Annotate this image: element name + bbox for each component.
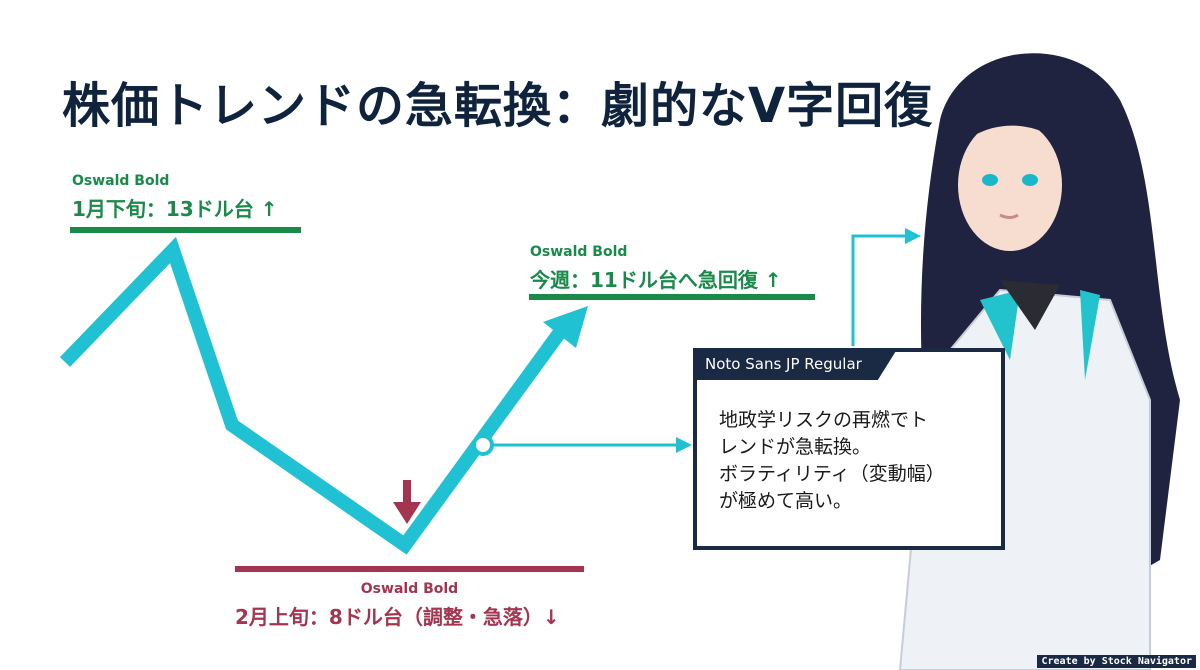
bracket-arrowhead — [905, 228, 921, 244]
callout-line: レンドが急転換。 — [719, 436, 872, 458]
bottom-font-note: Oswald Bold — [360, 581, 459, 597]
callout-line: ボラティリティ（変動幅） — [719, 463, 945, 485]
callout-box: Noto Sans JP Regular 地政学リスクの再燃でト レンドが急転換… — [693, 348, 1005, 550]
bottom-underline — [235, 566, 584, 572]
page-title: 株価トレンドの急転換：劇的なV字回復 — [62, 78, 934, 134]
callout-line: 地政学リスクの再燃でト — [719, 409, 929, 431]
connector-arrowhead — [676, 437, 692, 453]
down-arrow-head — [393, 502, 421, 524]
connector-marker — [472, 434, 494, 456]
current-font-note: Oswald Bold — [530, 244, 628, 260]
down-arrow-shaft — [403, 480, 411, 506]
bottom-label: Oswald Bold 2月上旬：8ドル台（調整・急落）↓ — [235, 581, 615, 630]
up-arrowhead — [543, 306, 588, 348]
peak-label-text: 1月下旬：13ドル台 ↑ — [72, 197, 278, 221]
callout-font-note: Noto Sans JP Regular — [693, 348, 898, 380]
peak-underline — [70, 227, 301, 233]
current-label: Oswald Bold 今週：11ドル台へ急回復 ↑ — [530, 244, 782, 293]
current-underline — [529, 294, 815, 300]
credit: Create by Stock Navigator — [1037, 655, 1196, 668]
callout-body: 地政学リスクの再燃でト レンドが急転換。 ボラティリティ（変動幅） が極めて高い… — [719, 407, 999, 515]
price-line — [59, 236, 569, 555]
peak-label: Oswald Bold 1月下旬：13ドル台 ↑ — [72, 173, 277, 222]
peak-font-note: Oswald Bold — [72, 173, 170, 189]
callout-line: が極めて高い。 — [719, 490, 853, 512]
bracket-line — [851, 234, 906, 346]
bottom-label-text: 2月上旬：8ドル台（調整・急落）↓ — [235, 605, 560, 629]
current-label-text: 今週：11ドル台へ急回復 ↑ — [530, 268, 782, 292]
